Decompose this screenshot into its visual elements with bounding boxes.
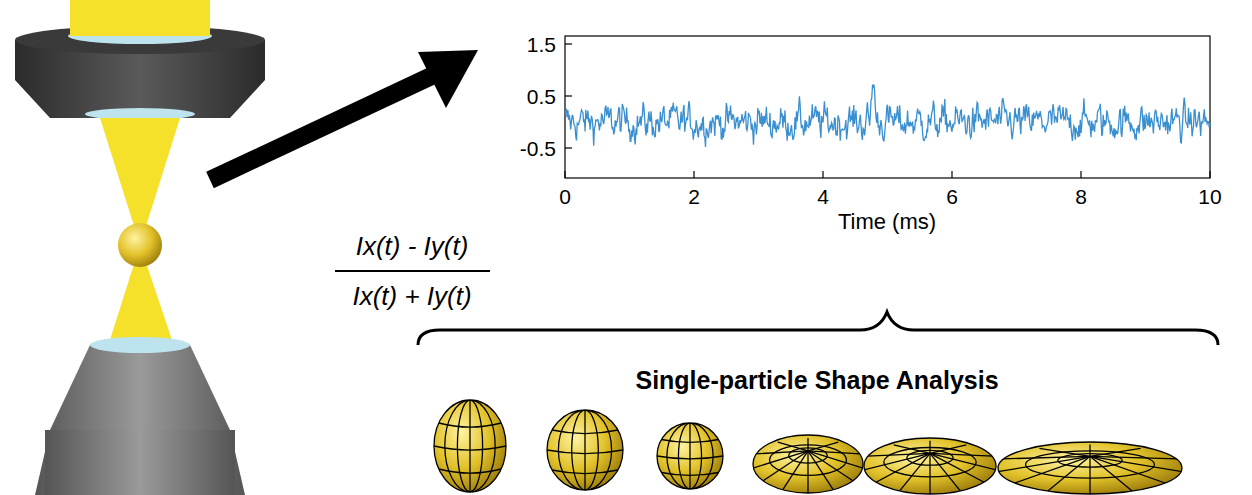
y-tick-label: 0.5 <box>527 86 556 107</box>
ellipsoid <box>434 400 506 492</box>
fraction-bar <box>335 270 490 272</box>
time-trace-chart <box>565 36 1210 178</box>
ellipsoid <box>748 435 869 495</box>
ellipsoid-series <box>434 400 1191 495</box>
nanoparticle <box>118 223 162 267</box>
y-tick <box>565 147 572 148</box>
y-tick-label: -0.5 <box>520 138 556 159</box>
x-tick-label: 8 <box>1075 186 1087 207</box>
x-tick-label: 0 <box>559 186 571 207</box>
signal-trace <box>565 85 1210 147</box>
curly-bracket <box>418 312 1218 345</box>
ellipsoid <box>989 442 1191 495</box>
ellipsoid <box>657 423 723 489</box>
x-tick-label: 4 <box>817 186 829 207</box>
lower-objective <box>35 337 245 495</box>
x-tick-label: 10 <box>1198 186 1221 207</box>
section-title: Single-particle Shape Analysis <box>635 368 998 393</box>
black-arrow <box>210 50 478 180</box>
ellipsoid <box>547 410 623 490</box>
y-tick <box>565 43 572 44</box>
x-tick <box>564 171 565 178</box>
ellipsoid <box>857 438 1002 495</box>
x-tick-label: 6 <box>946 186 958 207</box>
x-tick <box>1080 171 1081 178</box>
fraction-numerator: Ix(t) - Iy(t) <box>356 233 469 259</box>
y-tick-label: 1.5 <box>527 34 556 55</box>
x-tick-label: 2 <box>688 186 700 207</box>
x-tick <box>822 171 823 178</box>
y-tick <box>565 95 572 96</box>
fraction-denominator: Ix(t) + Iy(t) <box>352 283 471 309</box>
x-tick <box>951 171 952 178</box>
x-tick <box>1209 171 1210 178</box>
upper-objective <box>15 0 265 120</box>
x-tick <box>693 171 694 178</box>
axis-title: Time (ms) <box>838 211 936 233</box>
